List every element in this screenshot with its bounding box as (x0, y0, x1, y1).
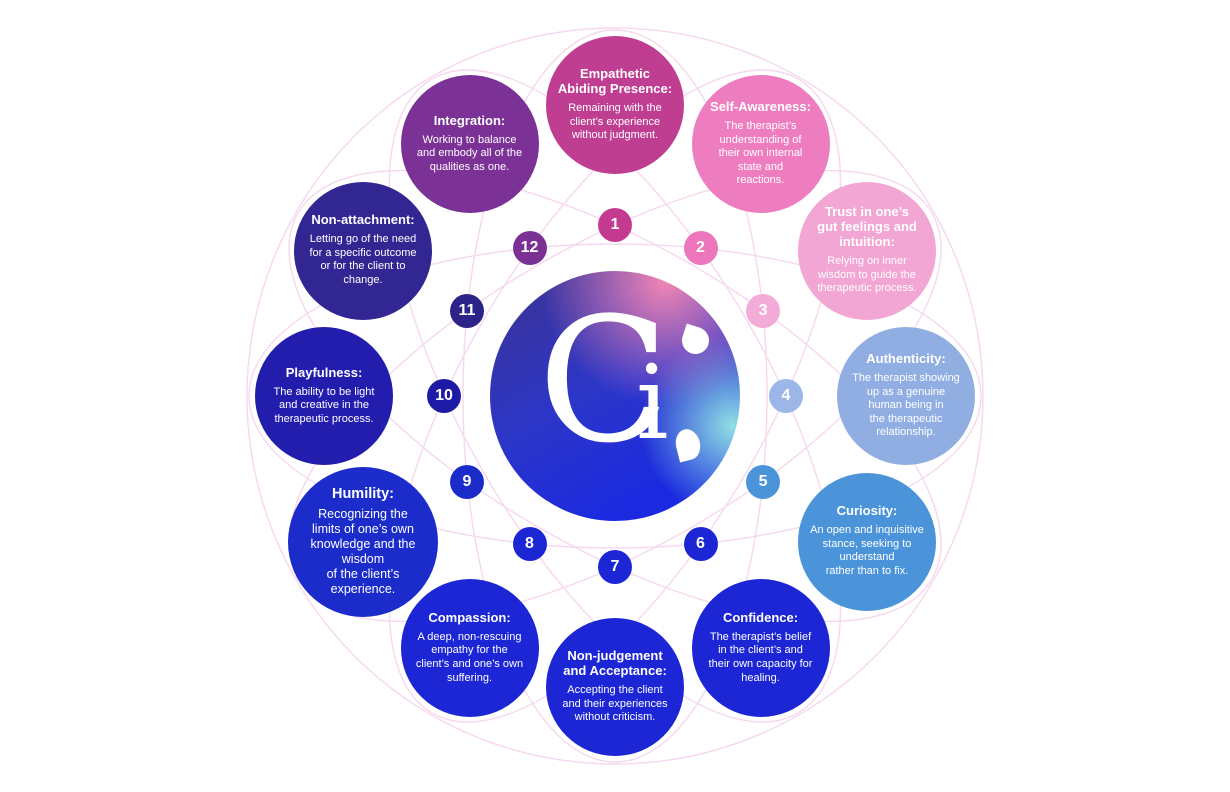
quality-description: An open and inquisitive stance, seeking … (810, 524, 924, 578)
quality-description: Recognizing the limits of one’s own know… (310, 507, 416, 597)
quality-number-badge-6: 6 (683, 527, 718, 562)
quality-title: Integration: (433, 112, 506, 128)
rosette-ellipse (462, 29, 768, 763)
quality-title: Non-judgement and Acceptance: (563, 648, 667, 679)
quality-description: Working to balance and embody all of the… (416, 133, 523, 173)
rosette-ellipse (388, 69, 842, 723)
quality-number-badge-11: 11 (449, 293, 484, 328)
quality-number-badge-3: 3 (746, 293, 781, 328)
quality-number-badge-9: 9 (449, 464, 484, 499)
quality-title: Humility: (331, 485, 394, 502)
quality-description: Remaining with the client’s experience w… (568, 102, 662, 142)
rosette-ellipse (288, 169, 942, 623)
quality-title: Trust in one’s gut feelings and intuitio… (817, 204, 917, 250)
outer-ring (246, 27, 984, 765)
logo-letter-i: i (636, 344, 669, 463)
quality-title: Playfulness: (285, 364, 363, 380)
quality-circle-5: Curiosity: An open and inquisitive stanc… (798, 472, 936, 611)
rosette-ellipse (388, 69, 842, 723)
quality-circle-7: Non-judgement and Acceptance: Accepting … (546, 618, 684, 756)
quality-circle-2: Self-Awareness: The therapist’s understa… (691, 74, 830, 213)
quality-number-badge-7: 7 (598, 550, 632, 584)
quality-number-badge-12: 12 (512, 230, 547, 265)
rosette-ellipse (248, 243, 982, 549)
quality-circle-6: Confidence: The therapist’s belief in th… (691, 579, 830, 717)
quality-circle-12: Integration: Working to balance and embo… (400, 74, 539, 213)
logo-droplet-icon (678, 323, 713, 358)
quality-number-badge-5: 5 (746, 464, 781, 499)
quality-number-badge-10: 10 (427, 379, 461, 413)
logo-letter-c: C (538, 280, 670, 481)
quality-title: Non-attachment: (311, 212, 415, 228)
quality-description: The therapist’s understanding of their o… (718, 119, 803, 187)
quality-circle-3: Trust in one’s gut feelings and intuitio… (798, 181, 936, 320)
quality-title: Empathetic Abiding Presence: (557, 66, 673, 97)
quality-circle-4: Authenticity: The therapist showing up a… (837, 327, 975, 465)
quality-number-badge-1: 1 (598, 208, 632, 242)
quality-description: The therapist showing up as a genuine hu… (852, 371, 960, 439)
quality-circle-1: Empathetic Abiding Presence: Remaining w… (546, 36, 684, 174)
quality-title: Curiosity: (836, 503, 898, 519)
quality-title: Confidence: (722, 609, 799, 625)
center-brand-logo: C i (490, 271, 740, 521)
quality-title: Self-Awareness: (710, 98, 811, 114)
quality-description: A deep, non-rescuing empathy for the cli… (415, 630, 524, 684)
quality-title: Compassion: (428, 609, 511, 625)
quality-circle-8: Compassion: A deep, non-rescuing empathy… (400, 579, 539, 717)
quality-circle-9: Humility: Recognizing the limits of one’… (287, 466, 438, 617)
quality-description: Relying on inner wisdom to guide the the… (817, 254, 917, 295)
quality-description: The ability to be light and creative in … (273, 385, 375, 425)
quality-description: Letting go of the need for a specific ou… (309, 233, 417, 287)
quality-description: Accepting the client and their experienc… (562, 684, 668, 724)
quality-circle-11: Non-attachment: Letting go of the need f… (293, 181, 432, 320)
quality-number-badge-2: 2 (683, 230, 718, 265)
quality-title: Authenticity: (866, 350, 946, 366)
quality-number-badge-8: 8 (512, 527, 547, 562)
quality-number-badge-4: 4 (769, 379, 803, 413)
quality-circle-10: Playfulness: The ability to be light and… (255, 327, 393, 465)
logo-comma-icon (672, 426, 704, 463)
quality-description: The therapist’s belief in the client’s a… (708, 630, 813, 684)
